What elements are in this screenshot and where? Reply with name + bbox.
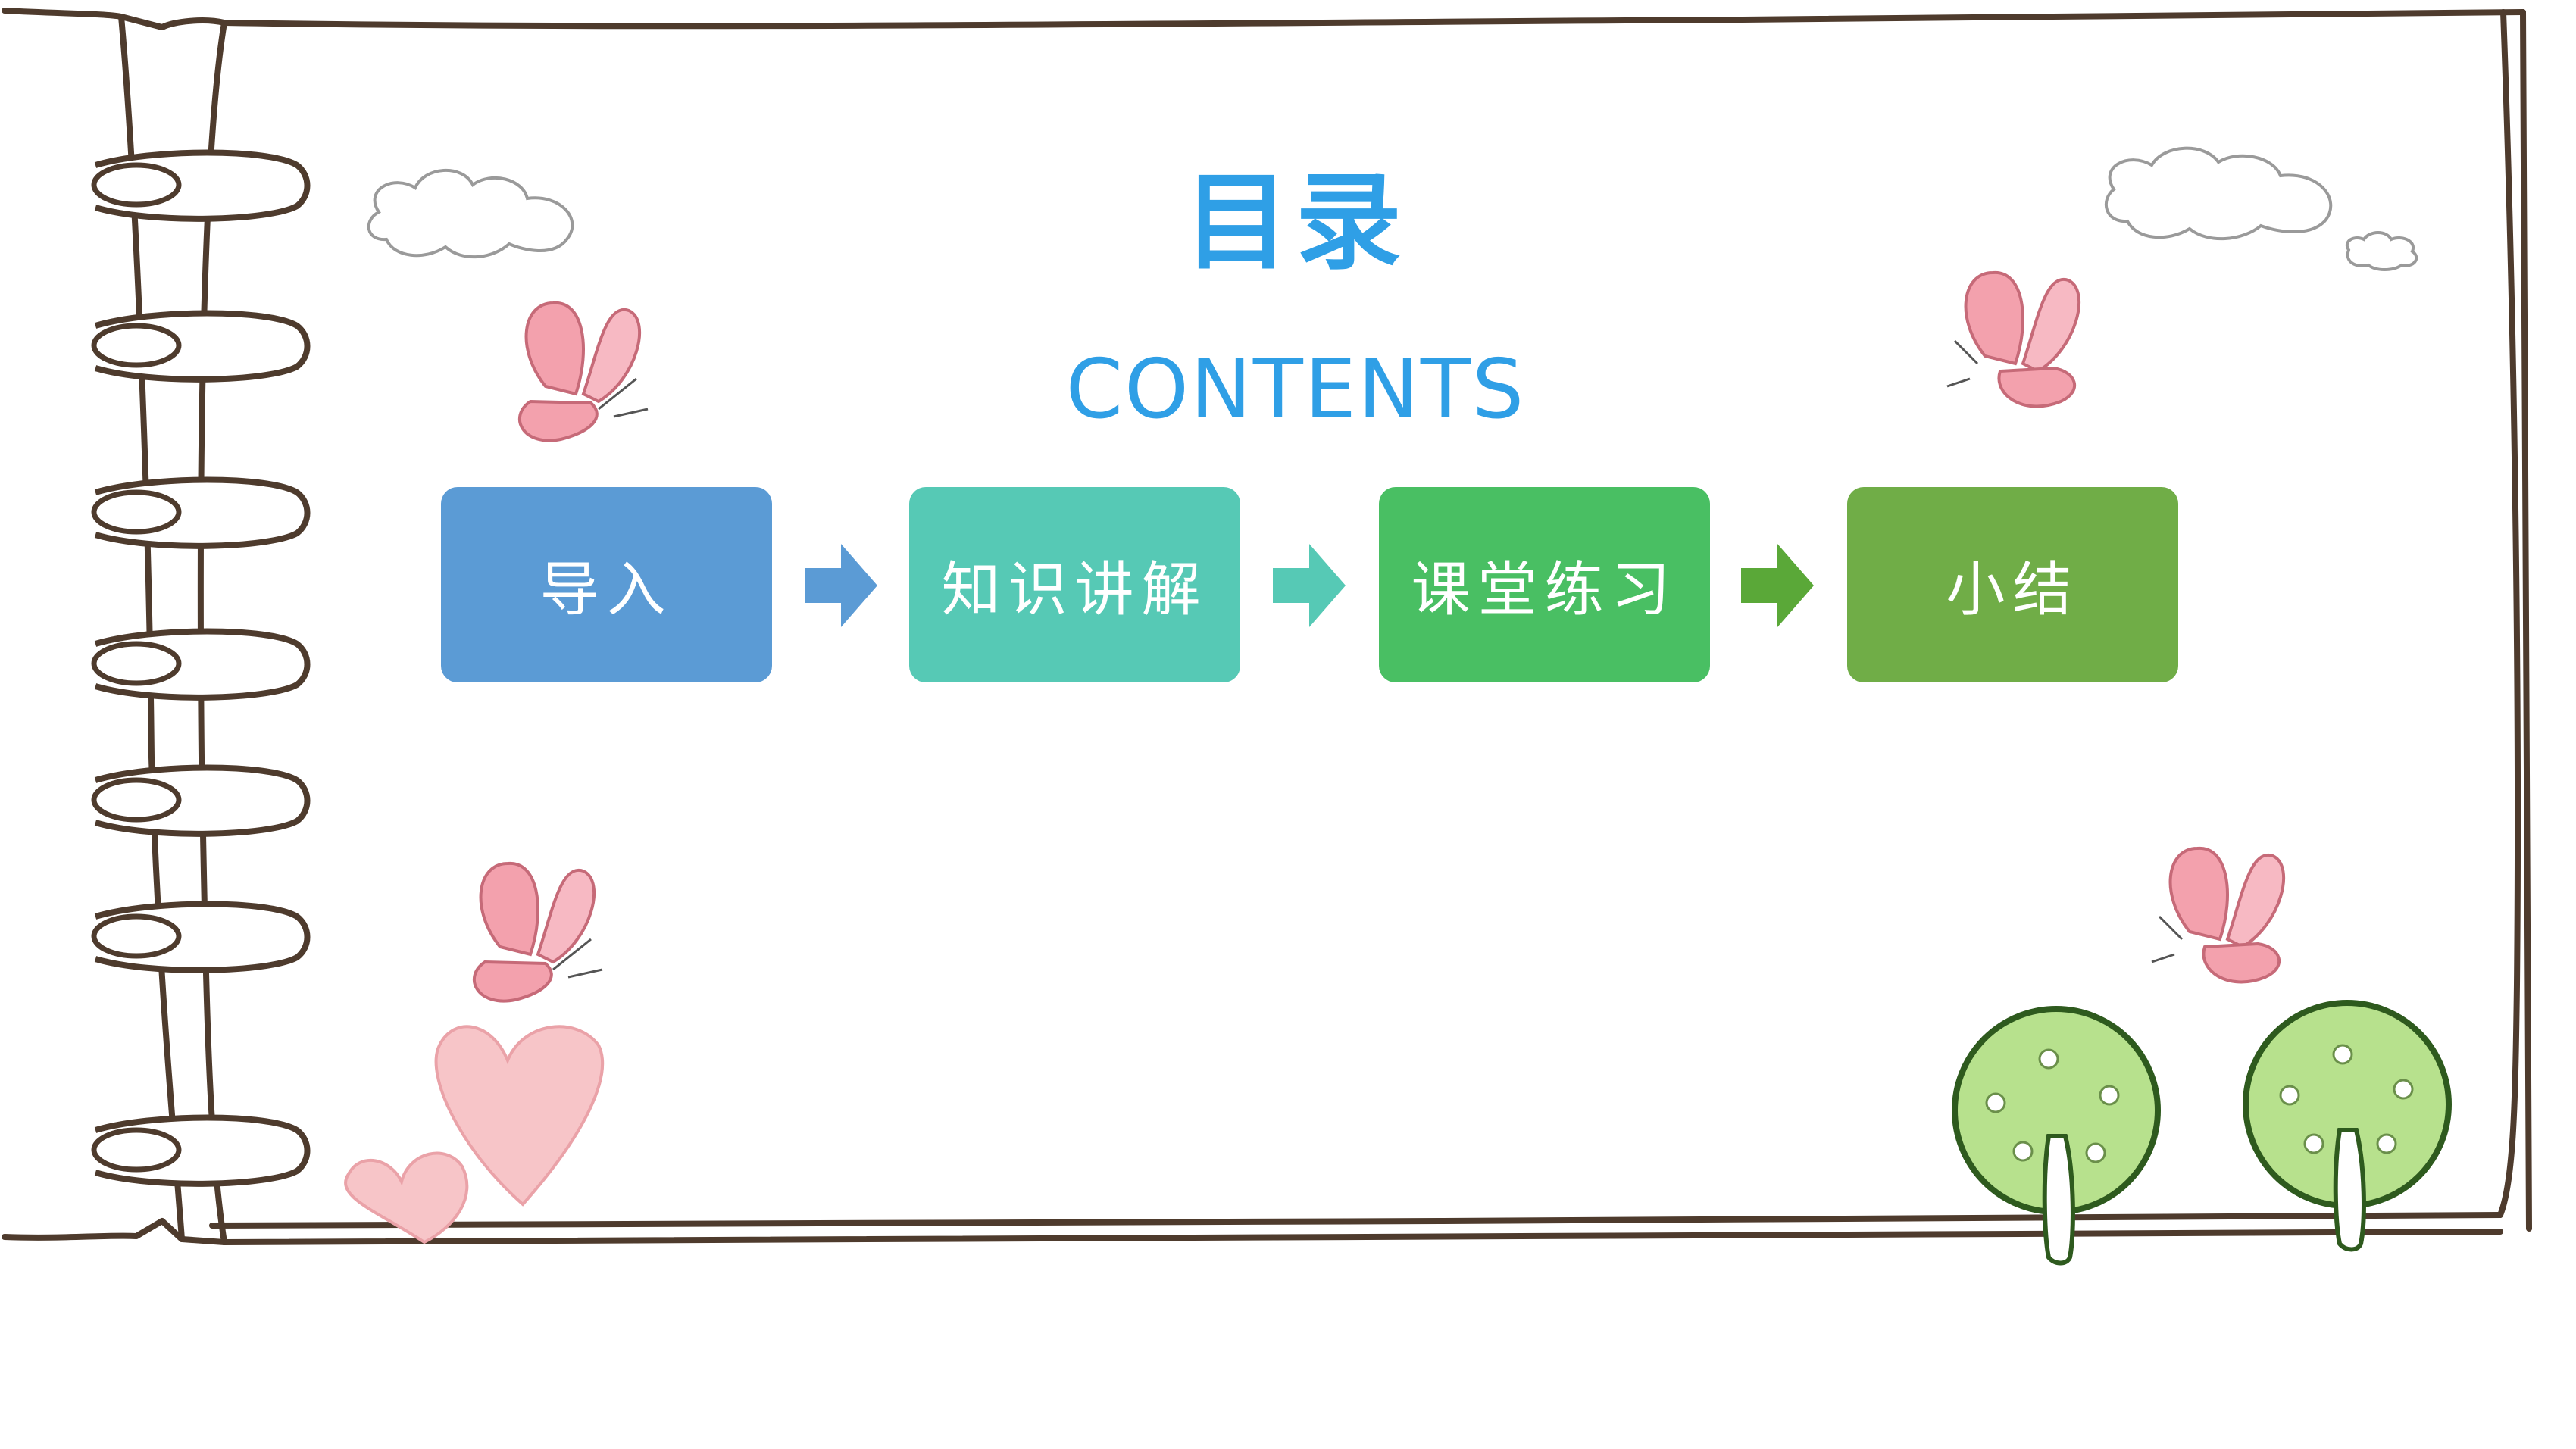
step-practice-button[interactable]: 课堂练习 xyxy=(1379,487,1710,682)
butterfly-icon xyxy=(472,861,603,1003)
butterfly-icon xyxy=(2151,846,2285,984)
tree-icon xyxy=(2243,1000,2452,1252)
page-subtitle: CONTENTS xyxy=(1065,342,1526,437)
clouds xyxy=(367,146,2418,271)
heart-icon xyxy=(344,1151,469,1244)
spiral-ring-icon xyxy=(91,628,311,701)
step-knowledge-button[interactable]: 知识讲解 xyxy=(909,487,1240,682)
spiral-ring-icon xyxy=(91,149,311,222)
step-intro-button[interactable]: 导入 xyxy=(441,487,772,682)
heart-icon xyxy=(434,1025,605,1207)
hearts xyxy=(344,1025,605,1244)
cloud-icon xyxy=(367,168,574,258)
spiral-ring-icon xyxy=(91,310,311,383)
spiral-rings xyxy=(91,149,311,1187)
spiral-ring-icon xyxy=(91,476,311,549)
spiral-ring-icon xyxy=(91,764,311,837)
butterfly-icon xyxy=(517,301,649,442)
notebook-frame xyxy=(2,8,2532,1245)
arrow-right-icon xyxy=(1741,544,1814,627)
cloud-icon xyxy=(2346,231,2418,271)
arrow-right-icon xyxy=(1273,544,1346,627)
cloud-icon xyxy=(2104,146,2333,241)
spiral-ring-icon xyxy=(91,901,311,973)
butterfly-icon xyxy=(1946,270,2080,408)
step-summary-button[interactable]: 小结 xyxy=(1847,487,2178,682)
tree-icon xyxy=(1952,1006,2161,1266)
page-title: 目录 xyxy=(1183,161,1408,285)
arrow-right-icon xyxy=(805,544,877,627)
spiral-ring-icon xyxy=(91,1114,311,1187)
